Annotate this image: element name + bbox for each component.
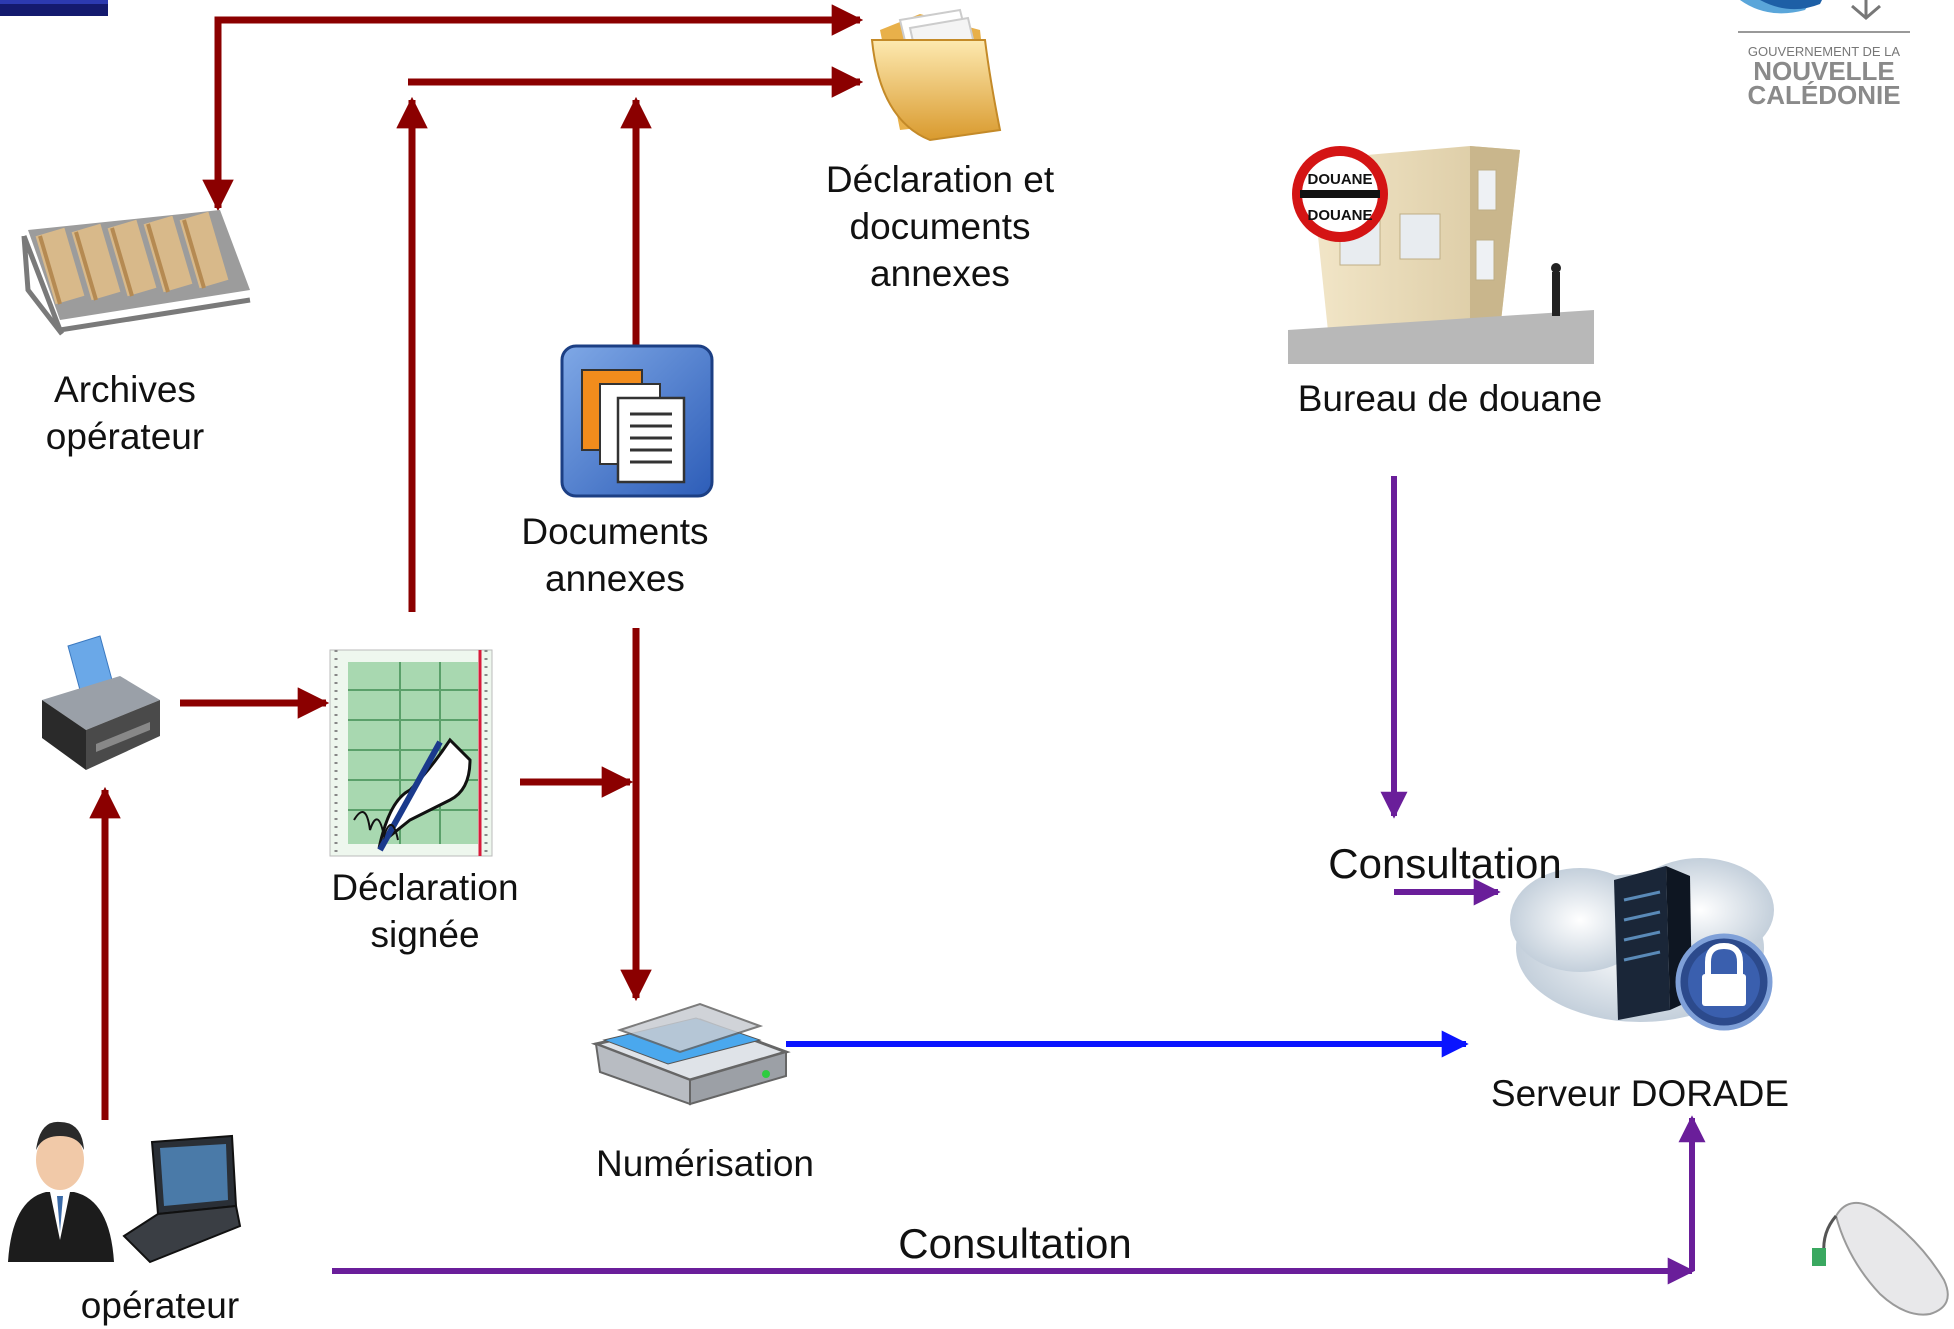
label-line: Déclaration [331, 867, 519, 908]
sign-text-bottom: DOUANE [1307, 207, 1372, 224]
laptop-icon [122, 1134, 242, 1264]
customs-office-icon: DOUANE DOUANE [1288, 144, 1594, 364]
government-logo [1738, 0, 1910, 33]
edge-label-consultation-operator: Consultation [850, 1220, 1180, 1267]
mouse-icon [1812, 1202, 1949, 1316]
signed-declaration-icon [329, 649, 493, 857]
documents-icon [560, 344, 714, 498]
label-documents-annexes: Documents annexes [480, 508, 750, 602]
label-operateur: opérateur [40, 1282, 280, 1329]
label-archives: Archives opérateur [0, 366, 250, 460]
label-line: Consultation [898, 1220, 1132, 1267]
sign-text-top: DOUANE [1307, 171, 1372, 188]
label-line: Archives [54, 369, 196, 410]
label-serveur: Serveur DORADE [1460, 1070, 1820, 1117]
label-line: Déclaration et [825, 159, 1055, 200]
label-line: signée [370, 914, 480, 955]
label-line: opérateur [80, 1285, 240, 1326]
label-line: Consultation [1328, 840, 1562, 887]
label-declaration-signee: Déclaration signée [290, 864, 560, 958]
arrow-folder-to-archives [202, 4, 864, 212]
logo-line-1: GOUVERNEMENT DE LA [1748, 44, 1901, 59]
secure-server-icon [1510, 858, 1774, 1031]
label-line: opérateur [45, 416, 205, 457]
consultation-arrows [332, 476, 1706, 1285]
label-line: documents [849, 206, 1031, 247]
label-line: annexes [545, 558, 685, 599]
label-bureau: Bureau de douane [1250, 375, 1650, 422]
label-numerisation: Numérisation [560, 1140, 850, 1187]
label-line: annexes [870, 253, 1010, 294]
logo-line-2: NOUVELLE [1753, 56, 1895, 86]
label-line: Serveur DORADE [1490, 1073, 1790, 1114]
logo-line-3: CALÉDONIE [1747, 80, 1900, 110]
printer-icon [42, 635, 160, 770]
scanner-icon [590, 1002, 791, 1106]
folder-icon [870, 8, 1002, 142]
label-declaration-documents: Déclaration et documents annexes [780, 156, 1100, 297]
label-line: Bureau de douane [1297, 378, 1603, 419]
corner-badge-icon [0, 0, 108, 16]
operator-icon [8, 1121, 114, 1262]
edge-label-consultation-customs: Consultation [1280, 840, 1610, 887]
label-line: Documents [521, 511, 709, 552]
archive-drawers-icon [21, 210, 251, 336]
label-line: Numérisation [596, 1143, 814, 1184]
paper-flow-arrows [89, 4, 864, 1120]
